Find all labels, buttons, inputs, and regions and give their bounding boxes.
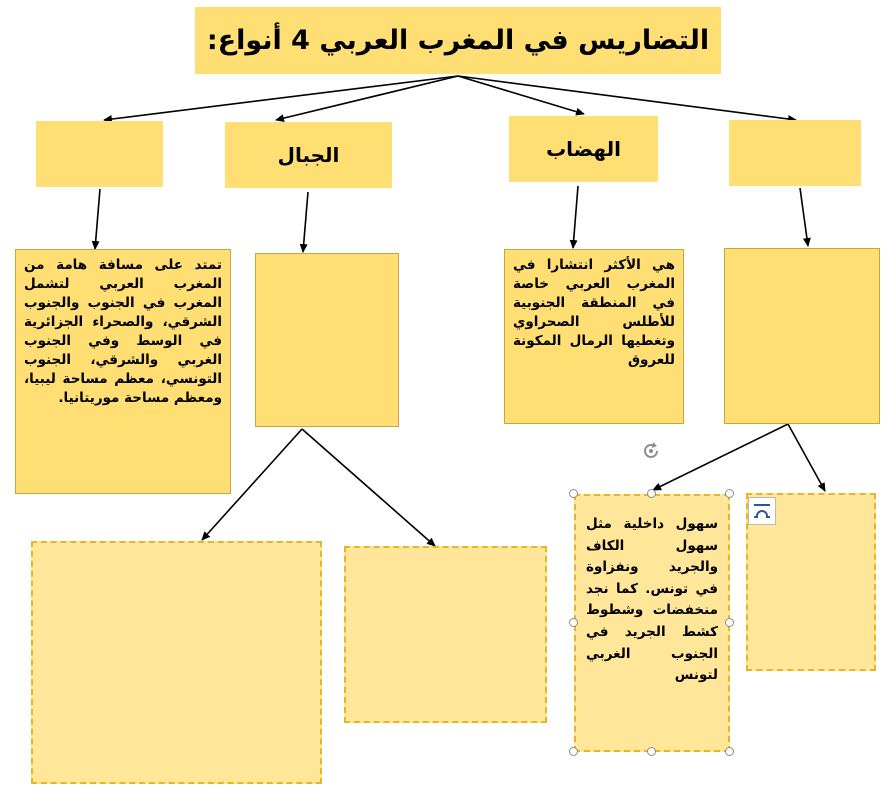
arrow-cat-1-desc <box>91 188 101 250</box>
resize-handle-top-center[interactable] <box>647 489 656 498</box>
description-box-plateaus: هي الأكثر انتشارا في المغرب العربي خاصة … <box>504 249 684 424</box>
resize-handle-top-left[interactable] <box>569 489 578 498</box>
arrow-mountains-right <box>301 428 436 547</box>
resize-handle-bottom-center[interactable] <box>647 747 656 756</box>
rotate-handle-icon[interactable] <box>640 440 662 462</box>
sub-box-mountains-right <box>344 546 547 723</box>
description-box-1: تمتد على مسافة هامة من المغرب العربي لتش… <box>15 249 231 494</box>
arrow-title-cat-mountains <box>275 75 459 123</box>
arrow-title-cat-4 <box>457 75 797 123</box>
diagram-title: التضاريس في المغرب العربي 4 أنواع: <box>195 7 721 74</box>
sub-box-mountains-left <box>31 541 322 784</box>
resize-handle-top-right[interactable] <box>725 489 734 498</box>
arrow-plains-left <box>652 423 789 491</box>
resize-handle-middle-left[interactable] <box>569 618 578 627</box>
arrow-title-cat-1 <box>103 75 459 123</box>
category-box-mountains: الجبال <box>225 122 392 188</box>
arrow-cat-plateaus-desc <box>569 185 579 249</box>
category-box-1 <box>36 121 163 187</box>
arrow-cat-4-desc <box>799 187 811 247</box>
arrow-cat-mountains-desc <box>299 191 309 253</box>
arrow-title-cat-plateaus <box>457 75 585 116</box>
description-box-mountains <box>255 253 399 427</box>
arrow-plains-right <box>787 423 826 492</box>
sub-box-plains-text[interactable]: سهول داخلية مثل سهول الكاف والجريد ونفزا… <box>574 494 730 752</box>
category-box-4 <box>729 120 861 186</box>
resize-handle-middle-right[interactable] <box>725 618 734 627</box>
resize-handle-bottom-left[interactable] <box>569 747 578 756</box>
arrow-mountains-left <box>201 428 303 541</box>
resize-handle-bottom-right[interactable] <box>725 747 734 756</box>
description-box-4 <box>724 248 880 424</box>
layout-options-icon[interactable] <box>748 497 776 525</box>
category-box-plateaus: الهضاب <box>509 116 658 182</box>
